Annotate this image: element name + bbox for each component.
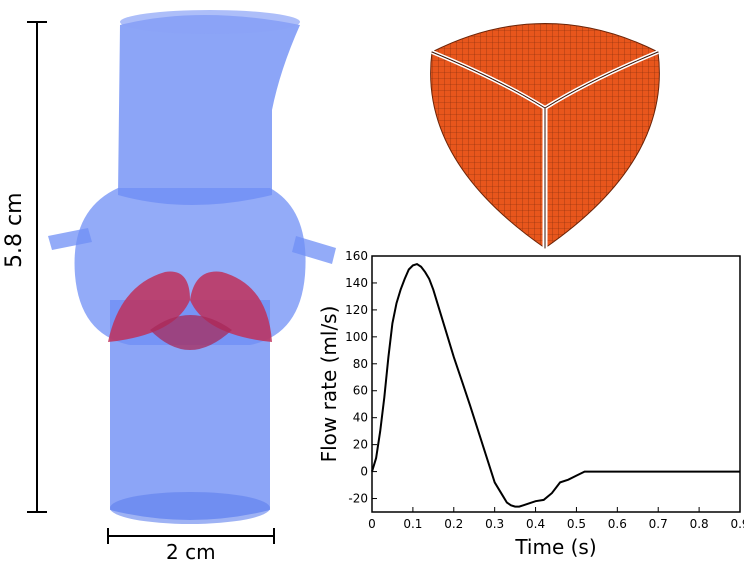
y-tick-label: -20 — [348, 492, 368, 506]
width-dimension-line — [107, 528, 275, 544]
y-tick-label: 20 — [353, 438, 368, 452]
y-tick-label: 60 — [353, 384, 368, 398]
x-axis-ticks: 0 0.1 0.2 0.3 0.4 0.5 0.6 0.7 0.8 0.9 — [368, 507, 744, 531]
y-axis-label: Flow rate (ml/s) — [317, 306, 341, 463]
x-axis-label: Time (s) — [514, 535, 596, 559]
height-dimension-label: 5.8 cm — [2, 192, 27, 268]
flow-rate-curve — [371, 263, 740, 508]
x-tick-label: 0.4 — [526, 517, 545, 531]
y-tick-label: 140 — [345, 276, 368, 290]
flow-rate-chart: 00.10.20.30.40.50.60.70.80.9 -2002040608… — [317, 249, 744, 559]
y-tick-label: 160 — [345, 249, 368, 263]
x-tick-label: 0 — [368, 517, 376, 531]
height-dimension-line — [27, 21, 47, 513]
y-tick-label: 80 — [353, 357, 368, 371]
x-tick-label: 0.1 — [403, 517, 422, 531]
width-dimension-label: 2 cm — [166, 540, 216, 564]
plot-frame — [371, 255, 741, 513]
x-tick-label: 0.3 — [485, 517, 504, 531]
x-tick-label: 0.5 — [567, 517, 586, 531]
x-tick-label: 0.6 — [608, 517, 627, 531]
x-tick-label: 0.7 — [649, 517, 668, 531]
y-tick-label: 100 — [345, 330, 368, 344]
y-tick-label: 40 — [353, 411, 368, 425]
x-tick-label: 0.9 — [730, 517, 744, 531]
aortic-root-vessel — [48, 10, 336, 524]
y-axis-ticks: -20 0 20 40 60 80 100 120 140 160 — [345, 249, 377, 506]
valve-mesh-top-view — [430, 23, 660, 249]
y-tick-label: 120 — [345, 303, 368, 317]
x-tick-label: 0.2 — [444, 517, 463, 531]
y-tick-label: 0 — [360, 465, 368, 479]
x-tick-label: 0.8 — [690, 517, 709, 531]
